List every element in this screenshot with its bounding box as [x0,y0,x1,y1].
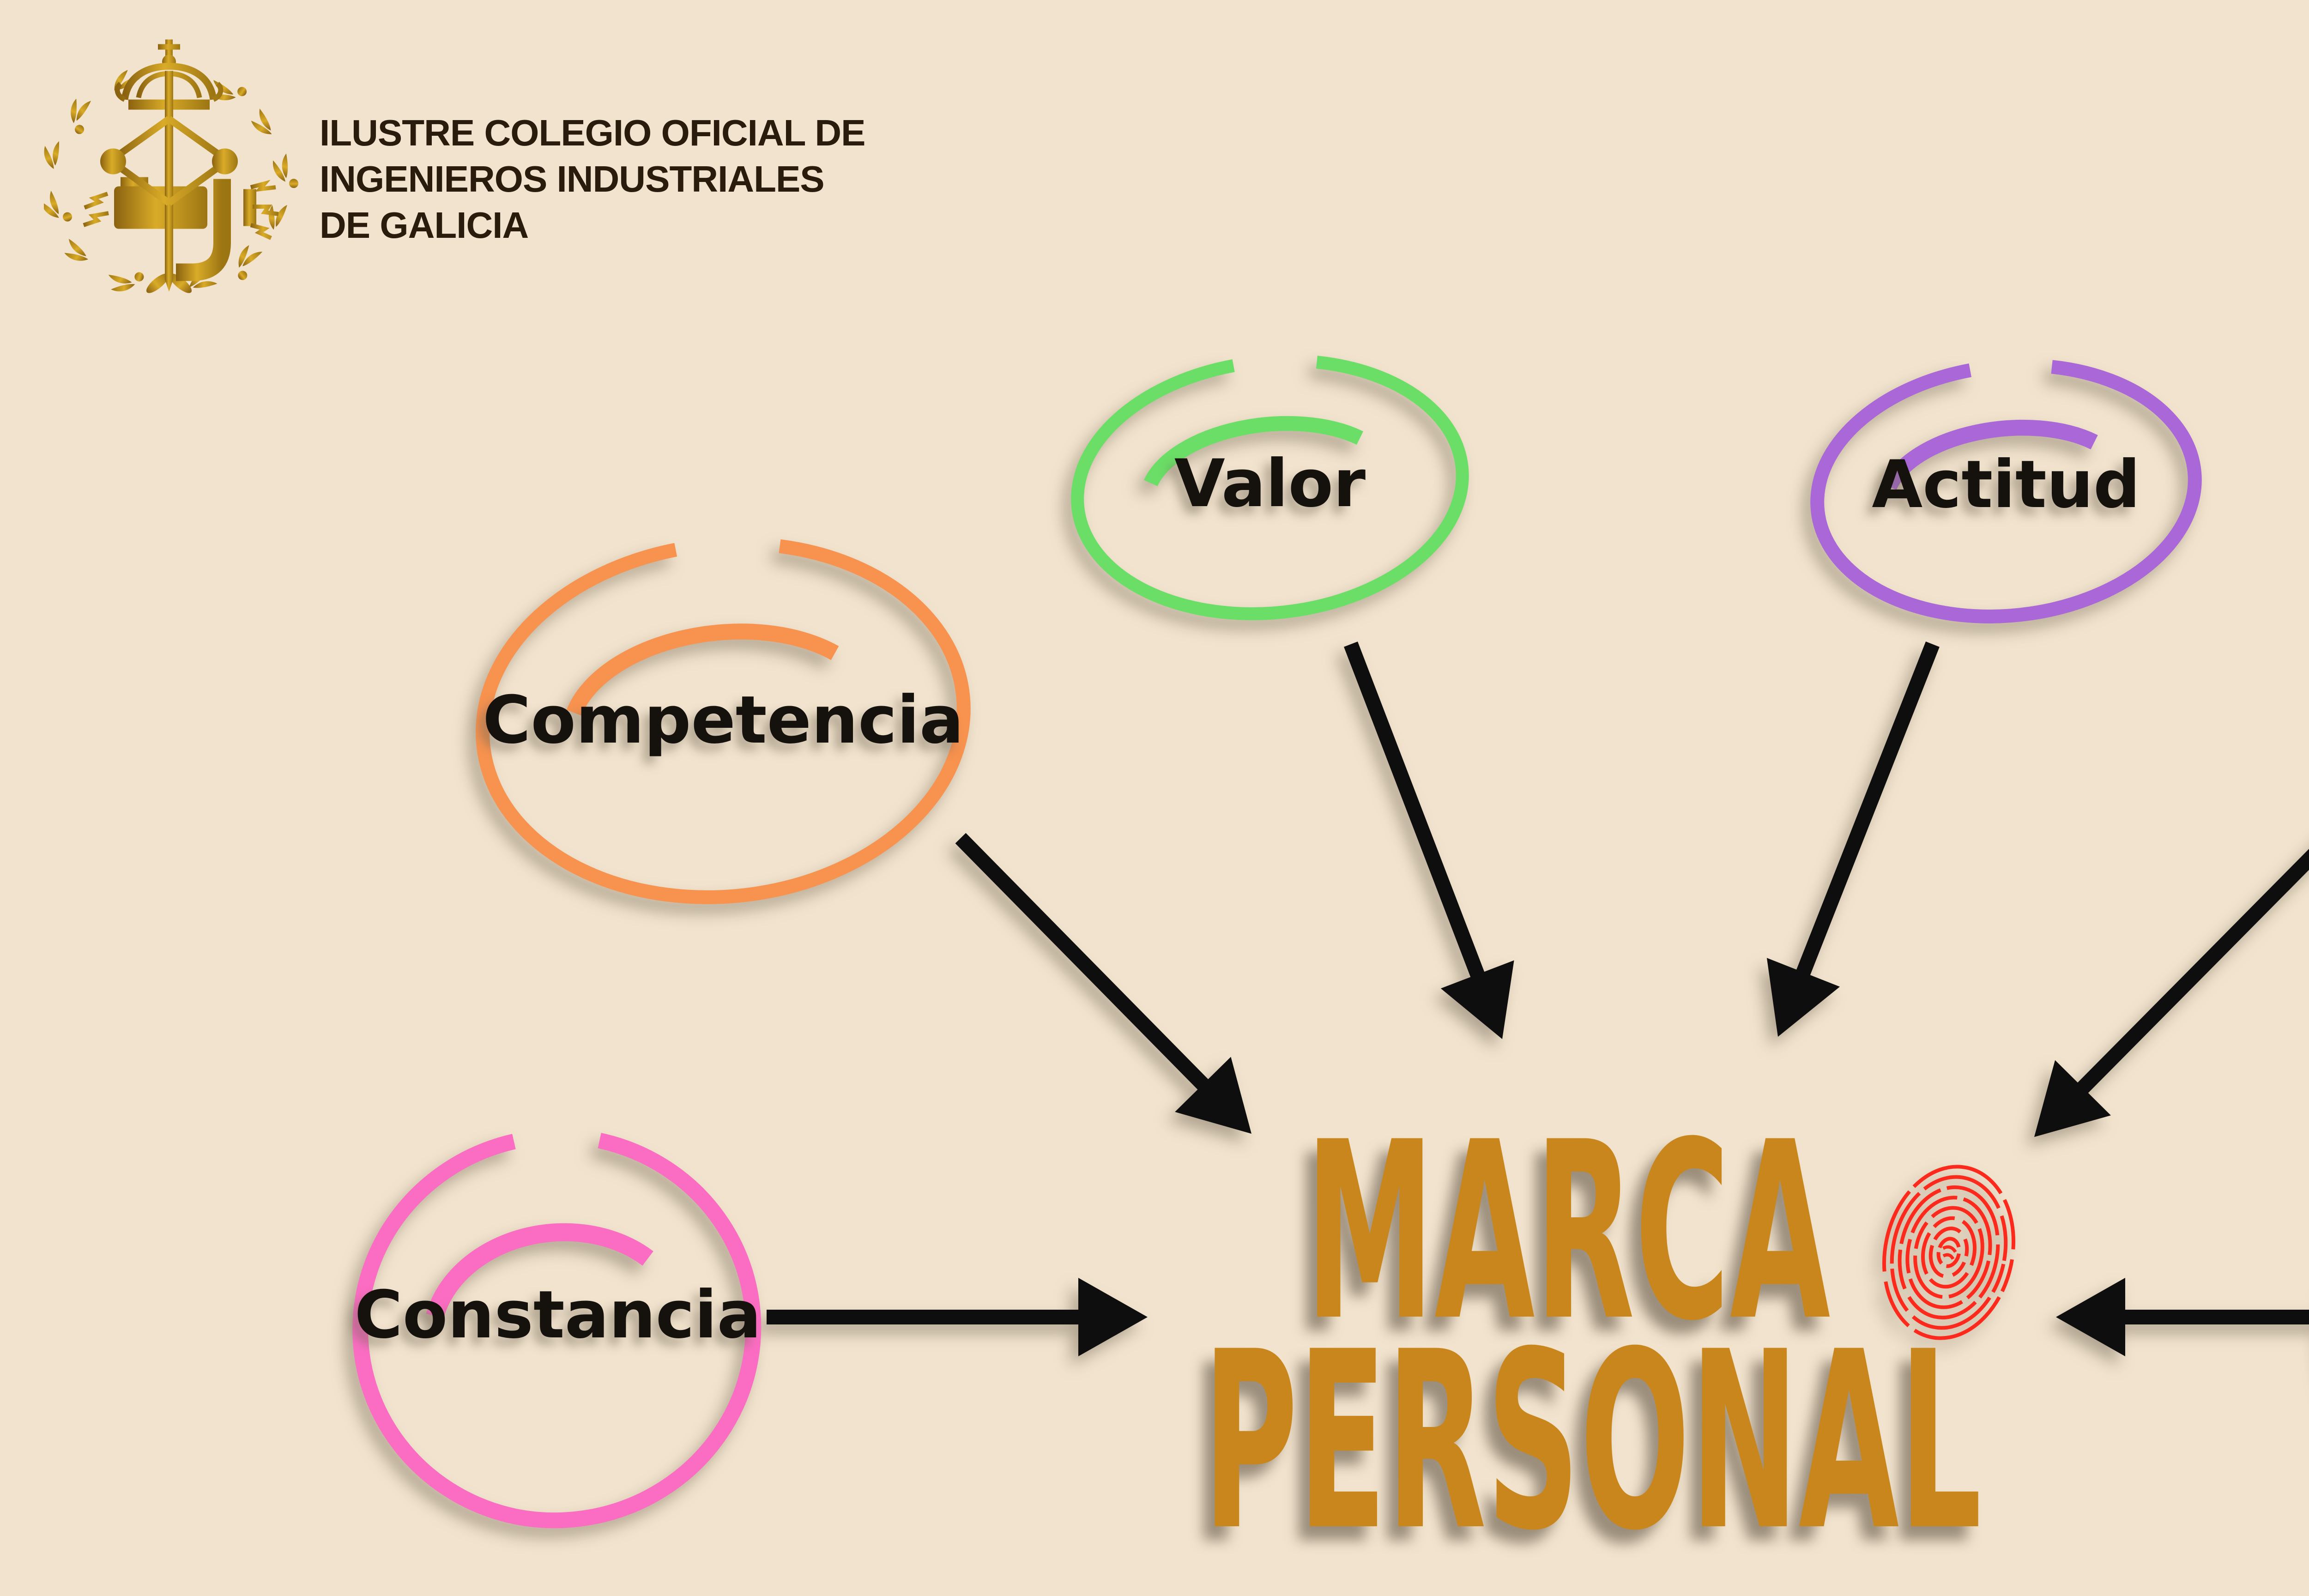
college-name-line3: DE GALICIA [320,205,529,246]
arrow-from-actitud [1766,641,1940,1037]
arrow-from-valor [1344,641,1514,1039]
governor-icon [100,71,238,292]
arrow-from-confianza [2034,849,2309,1137]
node-label-constancia: Constancia [354,1277,762,1353]
college-name-line1: ILUSTRE COLEGIO OFICIAL DE [320,112,865,153]
college-emblem-icon [44,39,299,293]
node-circle-valor [1071,356,1469,621]
arrow-from-competencia [955,833,1251,1134]
node-label-actitud: Actitud [1872,447,2140,523]
title-line-marca: MARCA [1305,1089,1831,1374]
arrow-from-constancia [767,1278,1148,1356]
college-name-line2: INGENIEROS INDUSTRIALES [320,158,825,200]
machinery-icon [83,177,279,281]
node-circle-constancia [352,1133,762,1529]
arrow-from-oportunidad [2056,1278,2309,1356]
node-circle-actitud [1810,360,2202,623]
college-name: ILUSTRE COLEGIO OFICIAL DE INGENIEROS IN… [320,110,865,248]
node-circle-competencia [476,539,971,904]
node-label-competencia: Competencia [483,682,964,758]
laurel-wreath-icon [44,70,299,293]
title-line-personal: PERSONAL [1203,1299,1982,1584]
node-label-valor: Valor [1174,446,1366,522]
